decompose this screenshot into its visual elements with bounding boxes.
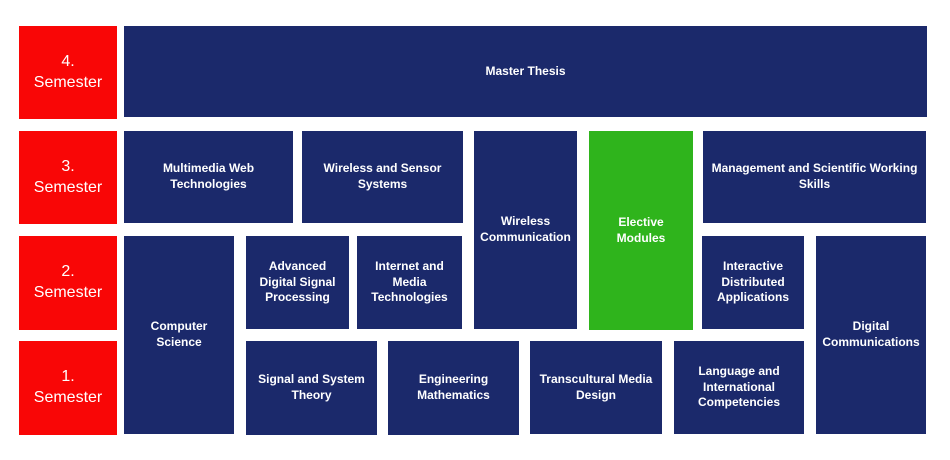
module-wireless-communication: Wireless Communication	[474, 131, 577, 329]
module-internet-and-media-technologies: Internet and Media Technologies	[357, 236, 462, 329]
module-transcultural-media-design: Transcultural Media Design	[530, 341, 662, 434]
module-master-thesis: Master Thesis	[124, 26, 927, 117]
semester-1-block: 1. Semester	[19, 341, 117, 435]
module-label: Multimedia Web Technologies	[162, 161, 255, 191]
module-management-and-scientific-working-skills: Management and Scientific Working Skills	[703, 131, 926, 223]
semester-2-block: 2. Semester	[19, 236, 117, 330]
module-label: Management and Scientific Working Skills	[711, 161, 918, 191]
semester-number: 2.	[61, 263, 75, 281]
semester-3-block: 3. Semester	[19, 131, 117, 224]
module-digital-communications: Digital Communications	[816, 236, 926, 434]
module-label: Language and International Competencies	[697, 364, 781, 410]
module-computer-science: Computer Science	[124, 236, 234, 434]
module-label: Interactive Distributed Applications	[716, 259, 789, 305]
semester-4-block: 4. Semester	[19, 26, 117, 119]
module-interactive-distributed-applications: Interactive Distributed Applications	[702, 236, 804, 329]
module-language-and-international-competencies: Language and International Competencies	[674, 341, 804, 434]
module-wireless-and-sensor-systems: Wireless and Sensor Systems	[302, 131, 463, 223]
module-elective-modules: Elective Modules	[589, 131, 693, 330]
module-label: Digital Communications	[822, 319, 920, 349]
module-label: Internet and Media Technologies	[371, 259, 448, 305]
module-label: Advanced Digital Signal Processing	[259, 259, 336, 305]
module-label: Elective Modules	[616, 214, 666, 245]
module-label: Master Thesis	[485, 63, 566, 78]
semester-number: 3.	[61, 157, 75, 175]
semester-number: 4.	[61, 52, 75, 70]
module-signal-and-system-theory: Signal and System Theory	[246, 341, 377, 435]
module-engineering-mathematics: Engineering Mathematics	[388, 341, 519, 435]
semester-word: Semester	[33, 284, 103, 301]
module-label: Engineering Mathematics	[417, 372, 490, 402]
module-label: Signal and System Theory	[258, 372, 365, 402]
module-label: Wireless and Sensor Systems	[323, 161, 442, 191]
module-label: Wireless Communication	[480, 214, 571, 244]
semester-word: Semester	[33, 178, 103, 196]
module-multimedia-web-technologies: Multimedia Web Technologies	[124, 131, 293, 223]
semester-word: Semester	[33, 389, 103, 406]
module-label: Computer Science	[150, 319, 208, 349]
module-label: Transcultural Media Design	[539, 371, 653, 402]
semester-word: Semester	[33, 73, 103, 91]
module-advanced-digital-signal-processing: Advanced Digital Signal Processing	[246, 236, 349, 329]
semester-number: 1.	[61, 368, 75, 386]
